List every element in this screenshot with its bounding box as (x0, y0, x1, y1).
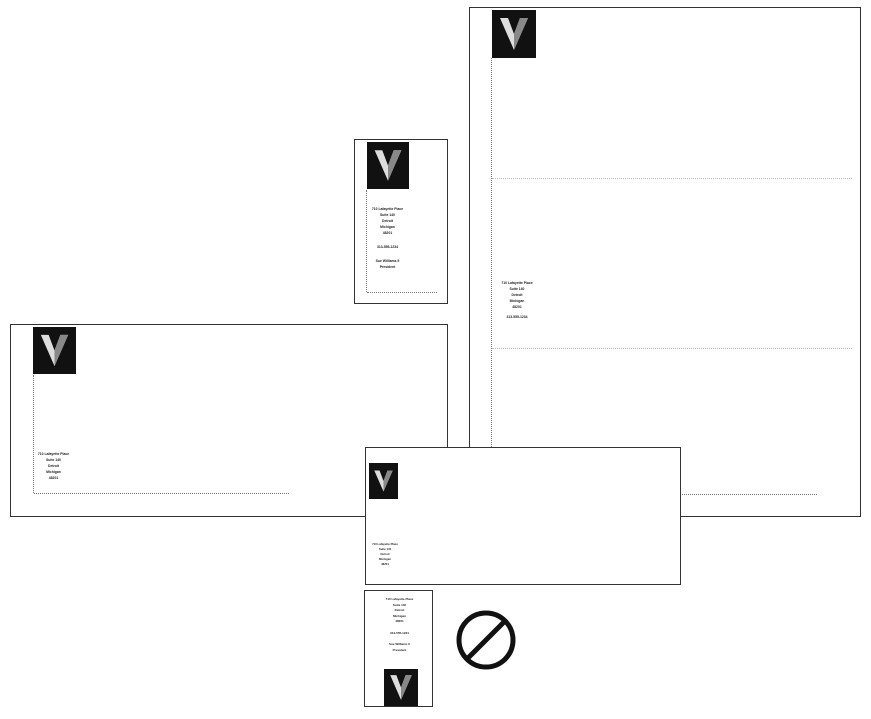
letterhead-margin-guide (491, 58, 492, 493)
letterhead-fold-guide-2 (492, 348, 852, 349)
v-mark-logo-icon (492, 10, 536, 58)
rejected-card-sheet: 710 Lafayette Place Suite 140 Detroit Mi… (364, 590, 433, 707)
small-envelope-address: 710 Lafayette Place Suite 140 Detroit Mi… (372, 542, 398, 566)
v-mark-logo-icon (33, 327, 76, 374)
v-mark-logo-icon (384, 669, 418, 706)
envelope-address: 710 Lafayette Place Suite 140 Detroit Mi… (37, 452, 70, 480)
v-mark-logo-icon (367, 142, 409, 189)
letterhead-fold-guide-1 (492, 178, 852, 179)
v-mark-logo-icon (369, 463, 398, 499)
letterhead-sheet: 710 Lafayette Place Suite 140 Detroit Mi… (469, 7, 861, 517)
letterhead-address: 710 Lafayette Place Suite 140 Detroit Mi… (501, 281, 533, 319)
small-envelope-sheet: 710 Lafayette Place Suite 140 Detroit Mi… (365, 447, 681, 585)
envelope-bottom-guide (34, 493, 289, 494)
card-address: 710 Lafayette Place Suite 140 Detroit Mi… (371, 207, 404, 269)
envelope-margin-guide (33, 375, 34, 493)
card-margin-guide (366, 190, 367, 292)
prohibited-icon (455, 609, 517, 671)
business-card-sheet: 710 Lafayette Place Suite 140 Detroit Mi… (354, 139, 448, 304)
rejected-card-address: 710 Lafayette Place Suite 140 Detroit Mi… (385, 597, 414, 652)
card-bottom-guide (367, 292, 437, 293)
